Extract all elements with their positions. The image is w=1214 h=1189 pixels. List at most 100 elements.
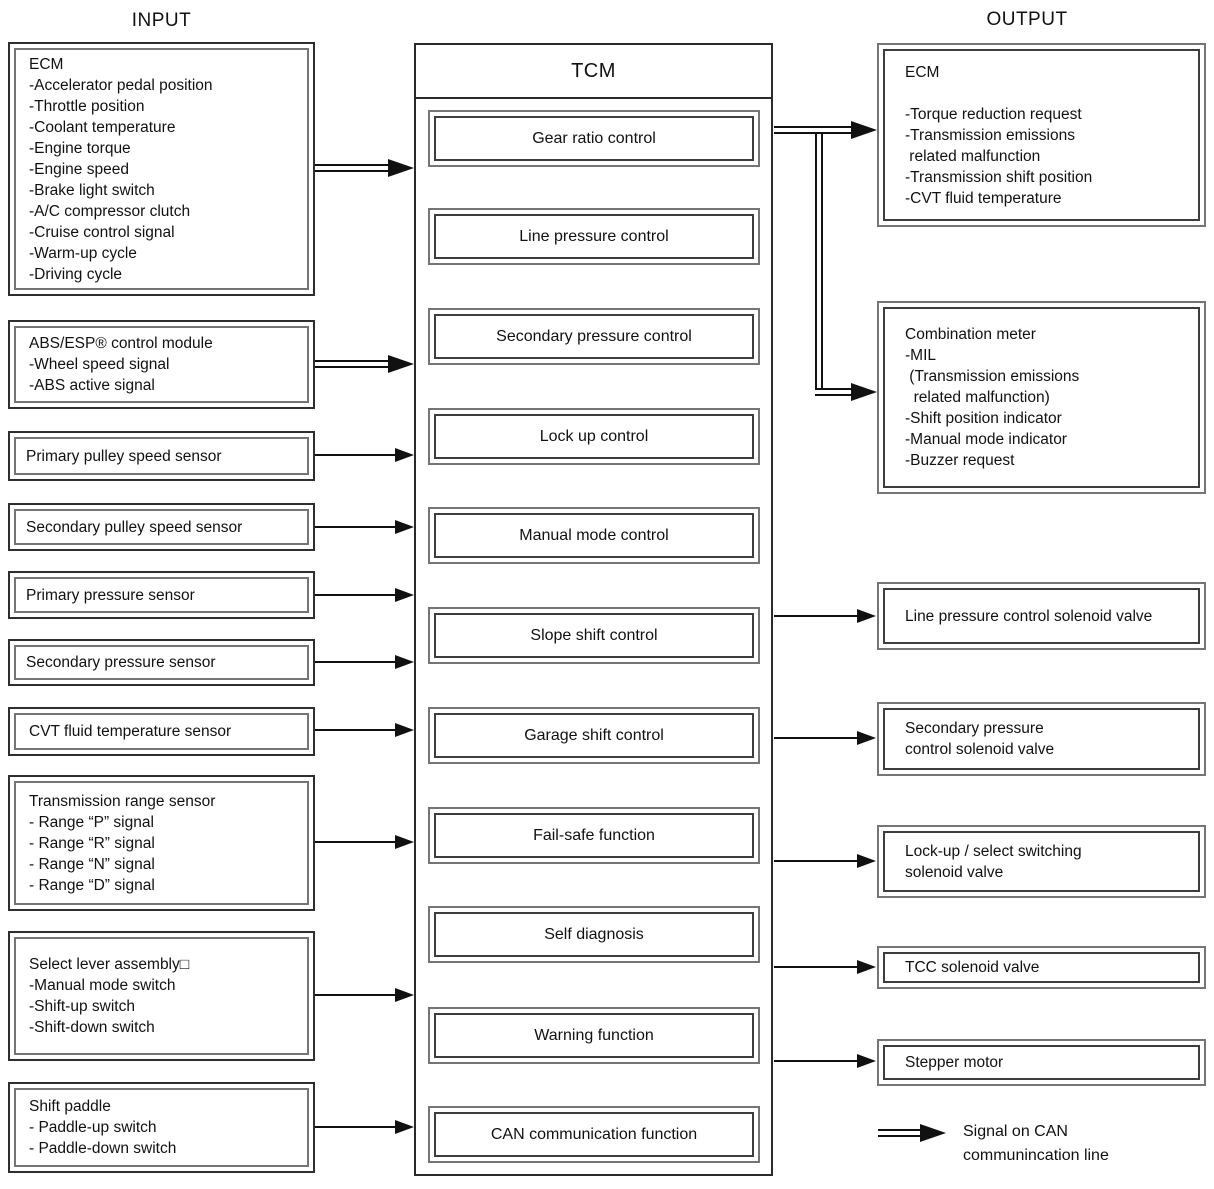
arrowhead xyxy=(851,383,877,401)
output-box-line-pressure-control-solenoid-valve: Line pressure control solenoid valve xyxy=(877,582,1206,650)
can-line-to-combination-meter xyxy=(815,388,853,396)
can-line-to-ecm xyxy=(774,126,852,134)
box-frame: Line pressure control solenoid valve xyxy=(883,588,1200,644)
tcm-function-warning-function: Warning function xyxy=(428,1007,760,1064)
arrowhead xyxy=(851,121,877,139)
input-box-ecm-text: ECM -Accelerator pedal position -Throttl… xyxy=(29,55,213,283)
tcm-function-can-communication-function: CAN communication function xyxy=(428,1106,760,1163)
can-line xyxy=(315,164,393,172)
output-box-lockup-text: Lock-up / select switching solenoid valv… xyxy=(905,842,1082,881)
arrowhead xyxy=(388,159,414,177)
box-frame: Manual mode control xyxy=(434,513,754,558)
tcm-function-label: Secondary pressure control xyxy=(496,328,692,345)
input-box-select-lever-text: Select lever assembly□ -Manual mode swit… xyxy=(29,956,190,1036)
box-frame: ECM -Torque reduction request -Transmiss… xyxy=(883,49,1200,221)
signal-line xyxy=(315,729,396,731)
signal-line xyxy=(774,737,858,739)
output-heading: OUTPUT xyxy=(986,9,1068,30)
can-branch-vertical xyxy=(815,128,823,396)
box-frame: Garage shift control xyxy=(434,713,754,758)
signal-line xyxy=(774,966,858,968)
input-box-primary-pressure-text: Primary pressure sensor xyxy=(26,586,195,604)
legend-can-arrow-line xyxy=(878,1129,922,1137)
box-frame: Primary pulley speed sensor xyxy=(14,437,309,475)
arrowhead xyxy=(395,835,414,849)
tcm-function-label: CAN communication function xyxy=(490,1126,698,1143)
arrowhead xyxy=(857,731,876,745)
box-frame: Self diagnosis xyxy=(434,912,754,957)
arrowhead xyxy=(395,588,414,602)
tcm-title: TCM xyxy=(416,45,771,99)
signal-line xyxy=(315,661,396,663)
tcm-function-secondary-pressure-control: Secondary pressure control xyxy=(428,308,760,365)
box-frame: Combination meter -MIL (Transmission emi… xyxy=(883,307,1200,488)
tcm-function-garage-shift-control: Garage shift control xyxy=(428,707,760,764)
input-box-shift-paddle: Shift paddle - Paddle-up switch - Paddle… xyxy=(8,1082,315,1173)
box-frame: ECM -Accelerator pedal position -Throttl… xyxy=(14,48,309,290)
output-box-tcc-solenoid-valve: TCC solenoid valve xyxy=(877,946,1206,989)
can-line xyxy=(315,360,393,368)
input-box-secondary-pulley-text: Secondary pulley speed sensor xyxy=(26,518,243,536)
output-box-secondary-pressure-text: Secondary pressure control solenoid valv… xyxy=(905,720,1055,758)
signal-line xyxy=(774,615,858,617)
arrowhead xyxy=(395,988,414,1002)
signal-line xyxy=(774,860,858,862)
signal-line xyxy=(315,594,396,596)
box-frame: Select lever assembly□ -Manual mode swit… xyxy=(14,937,309,1055)
input-box-secondary-pulley-speed-sensor: Secondary pulley speed sensor xyxy=(8,503,315,551)
tcm-function-label: Gear ratio control xyxy=(532,130,656,147)
box-frame: Lock up control xyxy=(434,414,754,459)
input-box-secondary-pressure-sensor: Secondary pressure sensor xyxy=(8,639,315,686)
output-box-ecm-text: ECM -Torque reduction request -Transmiss… xyxy=(905,63,1093,207)
tcm-function-self-diagnosis: Self diagnosis xyxy=(428,906,760,963)
tcm-function-label: Lock up control xyxy=(539,428,649,445)
arrowhead xyxy=(395,723,414,737)
tcm-function-line-pressure-control: Line pressure control xyxy=(428,208,760,265)
tcm-function-label: Line pressure control xyxy=(519,228,669,245)
arrowhead xyxy=(388,355,414,373)
box-frame: Line pressure control xyxy=(434,214,754,259)
arrowhead xyxy=(395,448,414,462)
arrowhead xyxy=(395,520,414,534)
tcm-function-label: Warning function xyxy=(534,1027,654,1044)
box-frame: Slope shift control xyxy=(434,613,754,658)
output-box-secondary-pressure-control-solenoid-valve: Secondary pressure control solenoid valv… xyxy=(877,702,1206,776)
input-box-transmission-range-sensor: Transmission range sensor - Range “P” si… xyxy=(8,775,315,911)
output-box-combination-meter-text: Combination meter -MIL (Transmission emi… xyxy=(905,326,1080,469)
box-frame: Secondary pressure control xyxy=(434,314,754,359)
box-frame: Stepper motor xyxy=(883,1045,1200,1080)
box-frame: Transmission range sensor - Range “P” si… xyxy=(14,781,309,905)
legend-arrowhead xyxy=(920,1124,946,1142)
signal-line xyxy=(315,454,396,456)
input-box-ecm: ECM -Accelerator pedal position -Throttl… xyxy=(8,42,315,296)
tcm-function-label: Slope shift control xyxy=(530,627,658,644)
box-frame: CVT fluid temperature sensor xyxy=(14,713,309,750)
output-box-tcc-text: TCC solenoid valve xyxy=(905,959,1040,976)
tcm-function-label: Garage shift control xyxy=(524,727,664,744)
output-box-combination-meter: Combination meter -MIL (Transmission emi… xyxy=(877,301,1206,494)
tcm-function-slope-shift-control: Slope shift control xyxy=(428,607,760,664)
input-box-primary-pressure-sensor: Primary pressure sensor xyxy=(8,571,315,619)
signal-line xyxy=(315,841,396,843)
box-frame: Gear ratio control xyxy=(434,116,754,161)
arrowhead xyxy=(857,1054,876,1068)
tcm-function-lock-up-control: Lock up control xyxy=(428,408,760,465)
input-box-secondary-pressure-text: Secondary pressure sensor xyxy=(26,654,216,671)
signal-line xyxy=(315,1126,396,1128)
input-box-cvt-fluid-temp-text: CVT fluid temperature sensor xyxy=(29,723,232,740)
box-frame: Secondary pressure sensor xyxy=(14,645,309,680)
input-box-shift-paddle-text: Shift paddle - Paddle-up switch - Paddle… xyxy=(29,1098,177,1157)
input-box-abs-esp-control-module: ABS/ESP® control module -Wheel speed sig… xyxy=(8,320,315,409)
arrowhead xyxy=(395,1120,414,1134)
arrowhead xyxy=(395,655,414,669)
input-box-cvt-fluid-temperature-sensor: CVT fluid temperature sensor xyxy=(8,707,315,756)
signal-line xyxy=(315,994,396,996)
input-box-transmission-range-text: Transmission range sensor - Range “P” si… xyxy=(29,792,216,894)
box-frame: Lock-up / select switching solenoid valv… xyxy=(883,831,1200,892)
signal-line xyxy=(315,526,396,528)
input-box-primary-pulley-text: Primary pulley speed sensor xyxy=(26,447,222,465)
arrowhead xyxy=(857,609,876,623)
tcm-function-label: Fail-safe function xyxy=(533,827,655,844)
tcm-function-fail-safe-function: Fail-safe function xyxy=(428,807,760,864)
tcm-function-label: Manual mode control xyxy=(519,527,669,544)
